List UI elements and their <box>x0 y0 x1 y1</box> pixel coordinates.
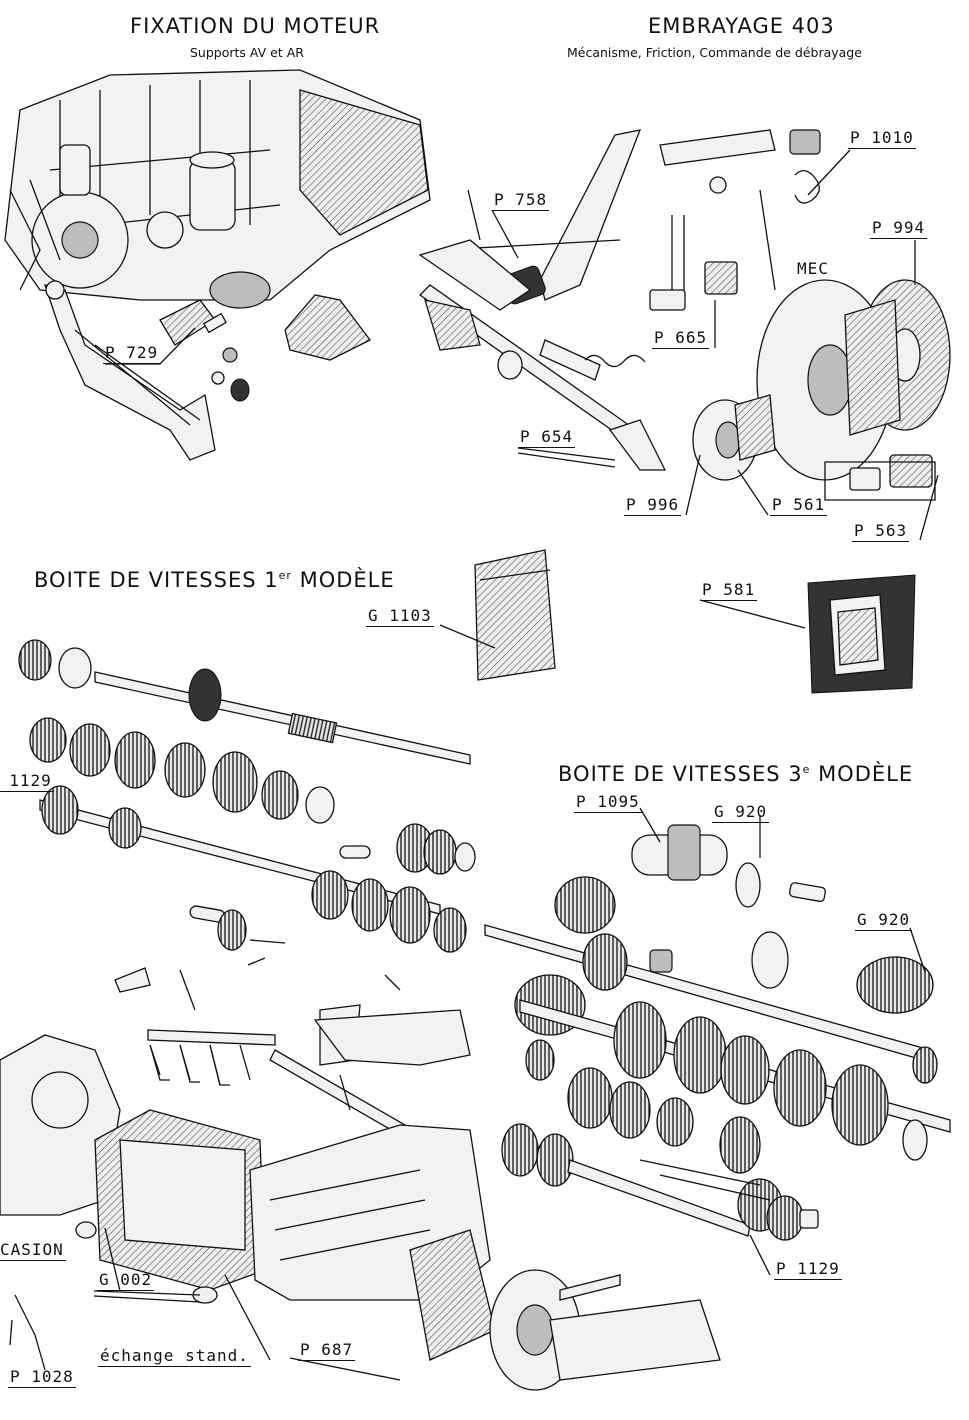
clutch-disc-drawing <box>692 279 951 501</box>
ref-g1103: G 1103 <box>366 606 434 627</box>
gearbox-1-title: BOITE DE VITESSES 1er MODÈLE <box>34 568 395 592</box>
clutch-title: EMBRAYAGE 403 <box>648 14 835 38</box>
gearbox-3-title-main: BOITE DE VITESSES 3 <box>558 762 803 786</box>
leader-lines <box>9 149 939 1381</box>
ref-occasion: CASION <box>0 1240 66 1261</box>
ref-p1129-right: P 1129 <box>774 1259 842 1280</box>
clutch-subtitle: Mécanisme, Friction, Commande de débraya… <box>567 45 862 60</box>
engine-mount-subtitle: Supports AV et AR <box>190 45 304 60</box>
gearbox-housing-drawing <box>0 967 721 1391</box>
ref-p1095: P 1095 <box>574 792 642 813</box>
gearbox-1-title-sup: er <box>278 569 292 582</box>
gearbox-1-shafts <box>18 639 476 966</box>
ref-p758: P 758 <box>492 190 550 211</box>
box-p581-drawing <box>807 574 916 694</box>
ref-p994: P 994 <box>870 218 928 239</box>
engine-mount-arm <box>44 280 371 461</box>
ref-g002: G 002 <box>97 1270 155 1291</box>
ref-p581: P 581 <box>700 580 758 601</box>
ref-p996: P 996 <box>624 495 682 516</box>
ref-p563: P 563 <box>852 521 910 542</box>
gearbox-1-title-main: BOITE DE VITESSES 1 <box>34 568 279 592</box>
ref-g920-top: G 920 <box>712 802 770 823</box>
gearbox-3-shafts <box>484 824 951 1241</box>
engine-drawing <box>4 69 431 309</box>
ref-p561: P 561 <box>770 495 828 516</box>
ref-p665: P 665 <box>652 328 710 349</box>
ref-p687: P 687 <box>298 1340 356 1361</box>
engine-mount-title: FIXATION DU MOTEUR <box>130 14 381 38</box>
ref-p1010: P 1010 <box>848 128 916 149</box>
ref-mec: MEC <box>797 259 829 278</box>
ref-p654: P 654 <box>518 427 576 448</box>
ref-g920-right: G 920 <box>855 910 913 931</box>
gearbox-3-title-sup: e <box>802 763 811 776</box>
ref-p1028: P 1028 <box>8 1367 76 1388</box>
clutch-linkage-drawing <box>418 129 821 471</box>
gearbox-3-title-end: MODÈLE <box>810 762 914 786</box>
ref-echange-stand: échange stand. <box>98 1346 251 1367</box>
ref-p1129-left: P 1129 <box>0 771 54 792</box>
ref-p729: P 729 <box>103 343 161 364</box>
gearbox-1-title-end: MODÈLE <box>291 568 395 592</box>
gearbox-3-title: BOITE DE VITESSES 3e MODÈLE <box>558 762 913 786</box>
box-g1103-drawing <box>474 549 556 681</box>
